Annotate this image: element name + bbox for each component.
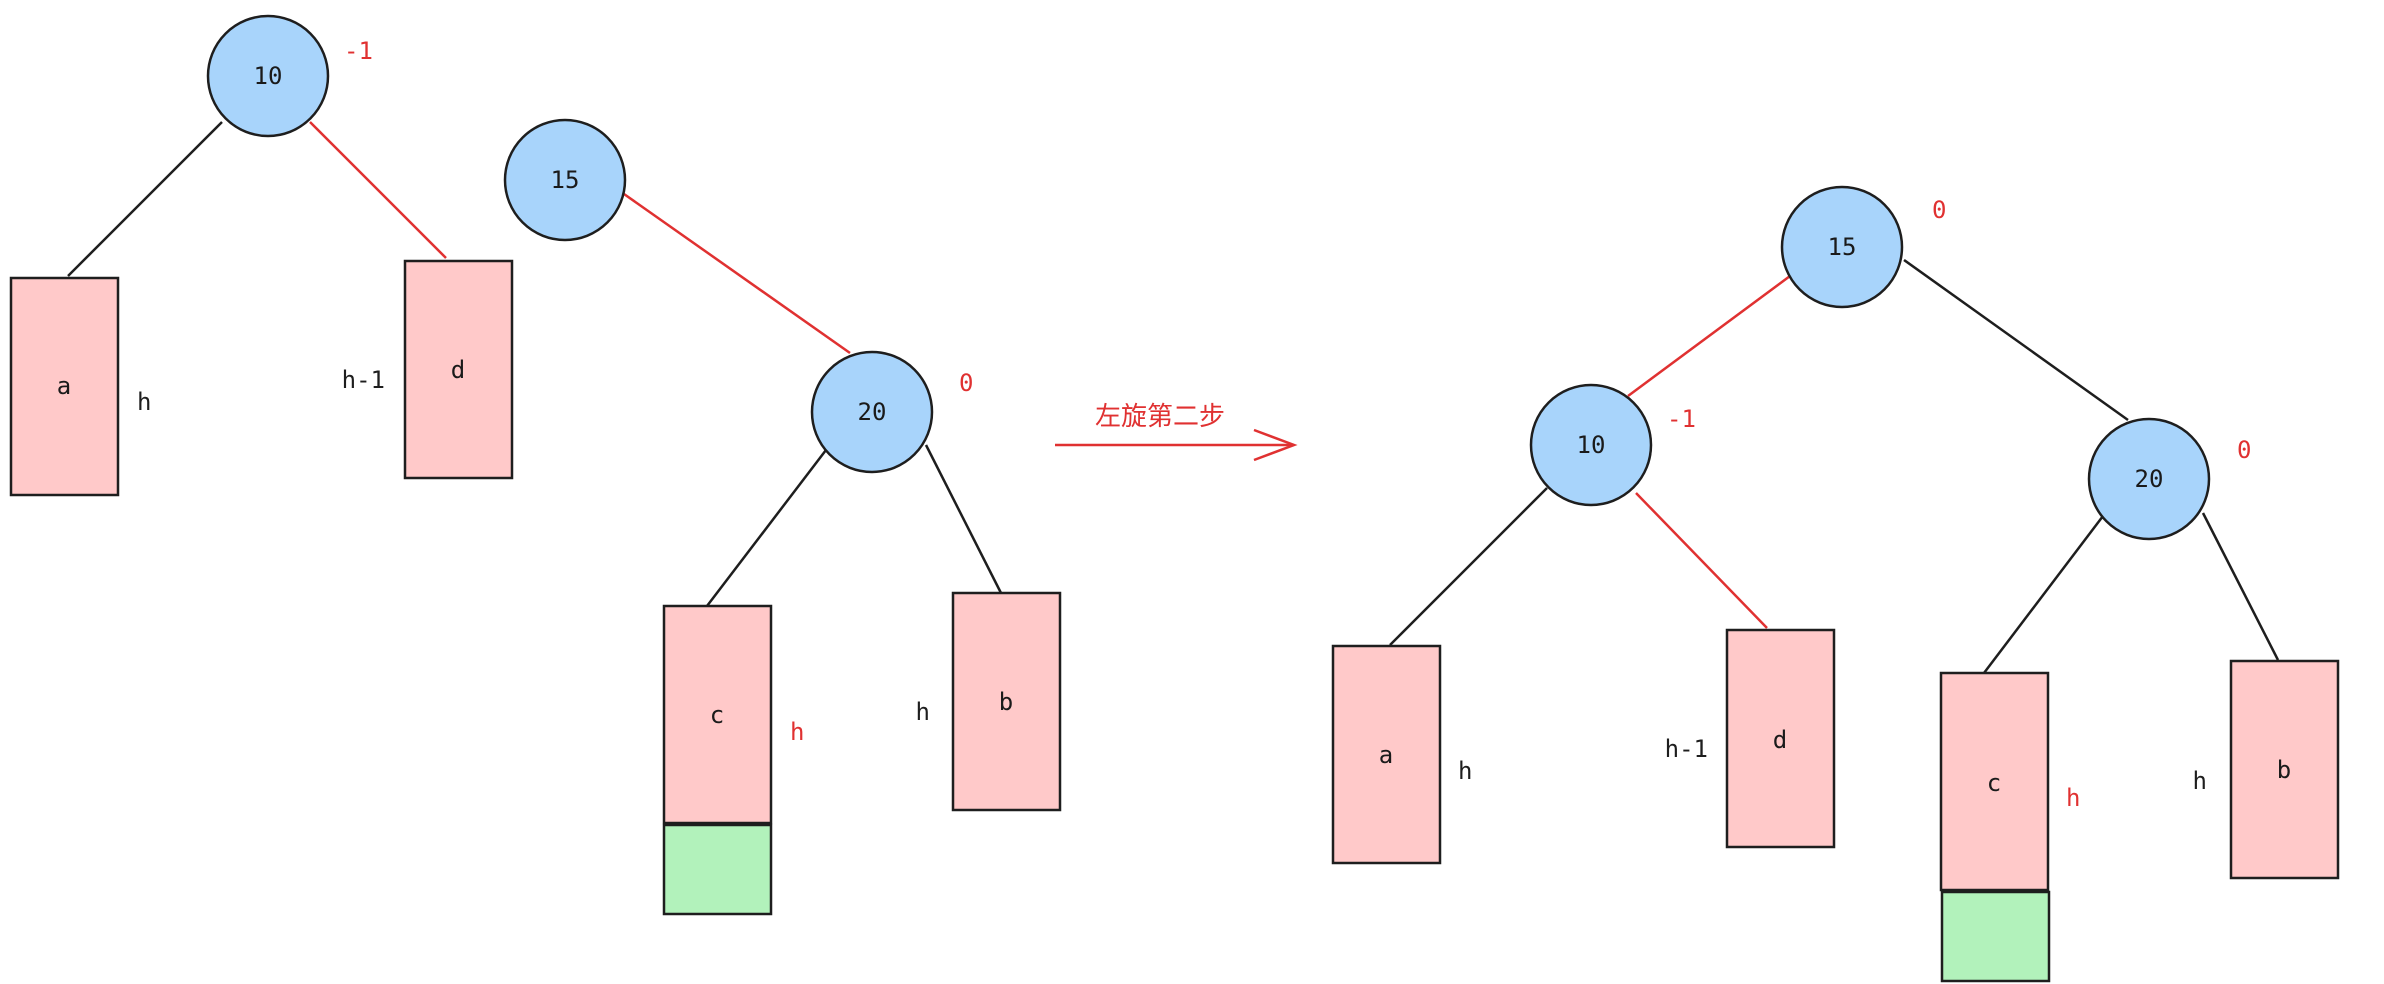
node-20 — [2087, 417, 2211, 541]
edge-10-a — [67, 121, 223, 277]
box-c — [662, 604, 773, 825]
node-10-balance: -1 — [1667, 405, 1696, 433]
node-20 — [810, 350, 934, 474]
box-c-height: h — [2066, 784, 2080, 812]
node-10-label: 10 — [1577, 431, 1606, 459]
node-15-label: 15 — [1828, 233, 1857, 261]
arrow-label: 左旋第二步 — [1095, 402, 1225, 432]
edge-15-10 — [1627, 274, 1791, 398]
box-b-label: b — [999, 688, 1013, 716]
edge-20-c — [1983, 515, 2104, 674]
box-a — [1331, 644, 1442, 865]
node-15-label: 15 — [551, 166, 580, 194]
node-10-balance: -1 — [344, 37, 373, 65]
box-b — [2229, 659, 2340, 880]
edge-20-b — [924, 444, 1003, 594]
node-15 — [503, 118, 627, 242]
node-20-label: 20 — [858, 398, 887, 426]
edge-15-20 — [1903, 258, 2129, 422]
box-b-label: b — [2277, 756, 2291, 784]
node-15 — [1780, 185, 1904, 309]
arrow-head — [1253, 428, 1298, 462]
right-tree: a h d h-1 c h b h 15 0 10 -1 20 0 — [1331, 185, 2340, 983]
box-d-height: h-1 — [342, 366, 385, 394]
box-d — [403, 259, 514, 480]
box-d-label: d — [1773, 726, 1787, 754]
left-tree: a h d h-1 c h b h 10 -1 15 20 0 — [9, 14, 1062, 916]
box-d-height: h-1 — [1665, 735, 1708, 763]
edge-10-d — [1635, 492, 1768, 629]
new-node-box — [662, 823, 773, 916]
node-20-balance: 0 — [959, 369, 973, 397]
box-c-label: c — [710, 701, 724, 729]
box-b — [951, 591, 1062, 812]
box-a-height: h — [1458, 757, 1472, 785]
box-d-label: d — [451, 356, 465, 384]
node-15-balance: 0 — [1932, 196, 1946, 224]
edge-10-d — [309, 121, 447, 259]
box-c — [1939, 671, 2050, 892]
box-a-label: a — [1379, 741, 1393, 769]
node-20-label: 20 — [2135, 465, 2164, 493]
edge-20-b — [2201, 512, 2280, 661]
box-b-height: h — [2193, 767, 2207, 795]
transition-arrow: 左旋第二步 — [1055, 402, 1298, 462]
node-20-balance: 0 — [2237, 436, 2251, 464]
box-c-height: h — [790, 718, 804, 746]
edge-15-20 — [623, 192, 851, 355]
edge-10-a — [1389, 487, 1548, 646]
box-d — [1725, 628, 1836, 849]
box-a-height: h — [137, 388, 151, 416]
edge-20-c — [706, 449, 827, 607]
box-a — [9, 276, 120, 497]
new-node-box — [1940, 890, 2051, 983]
node-10-label: 10 — [254, 62, 283, 90]
node-10 — [1529, 383, 1653, 507]
box-b-height: h — [916, 698, 930, 726]
box-a-label: a — [57, 372, 71, 400]
node-10 — [206, 14, 330, 138]
box-c-label: c — [1987, 769, 2001, 797]
